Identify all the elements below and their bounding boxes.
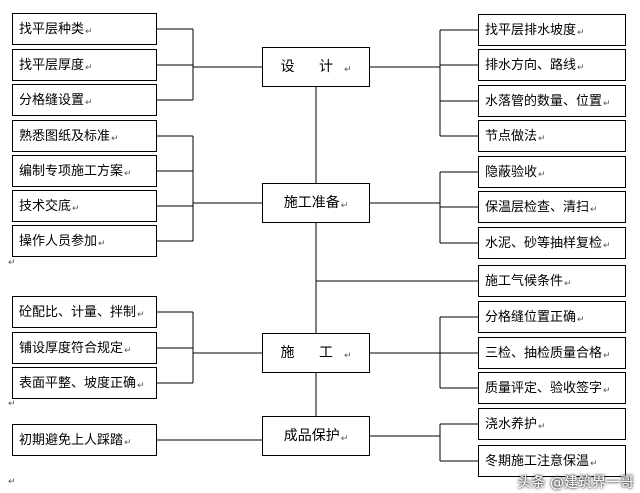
item-label: 水落管的数量、位置 (485, 93, 603, 109)
item-label: 三检、抽检质量合格 (485, 345, 603, 361)
return-mark: ↵ (538, 169, 546, 180)
item-label: 熟悉图纸及标准 (19, 128, 111, 144)
return-mark: ↵ (538, 133, 546, 144)
left-construct-item: 表面平整、坡度正确↵ (12, 367, 157, 399)
return-mark: ↵ (603, 98, 611, 109)
left-protect-item: 初期避免上人踩踏↵ (12, 424, 157, 456)
return-mark: ↵ (340, 433, 349, 444)
item-label: 排水方向、路线 (485, 57, 577, 73)
center-prep-label: 施工准备 (283, 195, 340, 211)
left-prep-item: 编制专项施工方案↵ (12, 155, 157, 187)
return-mark: ↵ (343, 350, 352, 361)
return-mark: ↵ (85, 62, 93, 73)
item-label: 冬期施工注意保温 (485, 453, 590, 469)
item-label: 施工气候条件 (485, 273, 564, 289)
return-mark: ↵ (124, 345, 132, 356)
return-mark: ↵ (603, 350, 611, 361)
return-mark: ↵ (340, 200, 349, 211)
left-prep-item: 技术交底↵ (12, 190, 157, 222)
return-mark: ↵ (538, 421, 546, 432)
left-construct-item: 砼配比、计量、拌制↵ (12, 296, 157, 328)
return-mark: ↵ (590, 204, 598, 215)
return-mark: ↵ (590, 458, 598, 469)
right-prep-item: 施工气候条件↵ (478, 265, 626, 297)
item-label: 质量评定、验收签字 (485, 380, 603, 396)
return-mark: ↵ (603, 385, 611, 396)
center-prep: 施工准备↵ (262, 183, 370, 223)
item-label: 隐蔽验收 (485, 164, 538, 180)
center-construct-label: 施 工 (280, 345, 343, 361)
item-label: 分格缝设置 (19, 92, 85, 108)
item-label: 找平层排水坡度 (485, 22, 577, 38)
right-design-item: 节点做法↵ (478, 120, 626, 152)
left-design-item: 找平层厚度↵ (12, 49, 157, 81)
watermark: 头条 @建筑界一哥 (517, 475, 634, 491)
right-prep-item: 保温层检查、清扫↵ (478, 191, 626, 223)
item-label: 节点做法 (485, 128, 538, 144)
item-label: 砼配比、计量、拌制 (19, 304, 137, 320)
return-mark: ↵ (124, 168, 132, 179)
item-label: 找平层厚度 (19, 57, 85, 73)
right-prep-item: 隐蔽验收↵ (478, 156, 626, 188)
item-label: 编制专项施工方案 (19, 163, 124, 179)
right-construct-item: 分格缝位置正确↵ (478, 301, 626, 333)
return-mark: ↵ (577, 314, 585, 325)
item-label: 初期避免上人踩踏 (19, 432, 124, 448)
right-construct-item: 三检、抽检质量合格↵ (478, 337, 626, 369)
paragraph-mark: ↵ (8, 399, 16, 409)
return-mark: ↵ (137, 309, 145, 320)
right-design-item: 排水方向、路线↵ (478, 49, 626, 81)
return-mark: ↵ (343, 64, 352, 75)
right-protect-item: 冬期施工注意保温↵ (478, 445, 626, 477)
center-design-label: 设 计 (280, 59, 343, 75)
left-prep-item: 熟悉图纸及标准↵ (12, 120, 157, 152)
return-mark: ↵ (564, 278, 572, 289)
center-design: 设 计↵ (262, 47, 370, 87)
item-label: 浇水养护 (485, 416, 538, 432)
center-protect: 成品保护↵ (262, 416, 370, 456)
return-mark: ↵ (111, 133, 119, 144)
return-mark: ↵ (603, 240, 611, 251)
return-mark: ↵ (137, 380, 145, 391)
left-construct-item: 铺设厚度符合规定↵ (12, 332, 157, 364)
return-mark: ↵ (577, 62, 585, 73)
item-label: 保温层检查、清扫 (485, 199, 590, 215)
paragraph-mark: ↵ (8, 477, 16, 487)
right-design-item: 水落管的数量、位置↵ (478, 85, 626, 117)
item-label: 技术交底 (19, 198, 72, 214)
return-mark: ↵ (577, 27, 585, 38)
left-design-item: 找平层种类↵ (12, 13, 157, 45)
right-construct-item: 质量评定、验收签字↵ (478, 372, 626, 404)
right-protect-item: 浇水养护↵ (478, 408, 626, 440)
item-label: 操作人员参加 (19, 233, 98, 249)
item-label: 分格缝位置正确 (485, 309, 577, 325)
right-design-item: 找平层排水坡度↵ (478, 14, 626, 46)
right-prep-item: 水泥、砂等抽样复检↵ (478, 227, 626, 259)
return-mark: ↵ (72, 203, 80, 214)
return-mark: ↵ (124, 437, 132, 448)
return-mark: ↵ (98, 238, 106, 249)
return-mark: ↵ (85, 97, 93, 108)
return-mark: ↵ (85, 26, 93, 37)
item-label: 表面平整、坡度正确 (19, 375, 137, 391)
center-protect-label: 成品保护 (283, 428, 340, 444)
left-design-item: 分格缝设置↵ (12, 84, 157, 116)
item-label: 铺设厚度符合规定 (19, 340, 124, 356)
item-label: 水泥、砂等抽样复检 (485, 235, 603, 251)
item-label: 找平层种类 (19, 21, 85, 37)
center-construct: 施 工↵ (262, 333, 370, 373)
paragraph-mark: ↵ (8, 258, 16, 268)
left-prep-item: 操作人员参加↵ (12, 225, 157, 257)
